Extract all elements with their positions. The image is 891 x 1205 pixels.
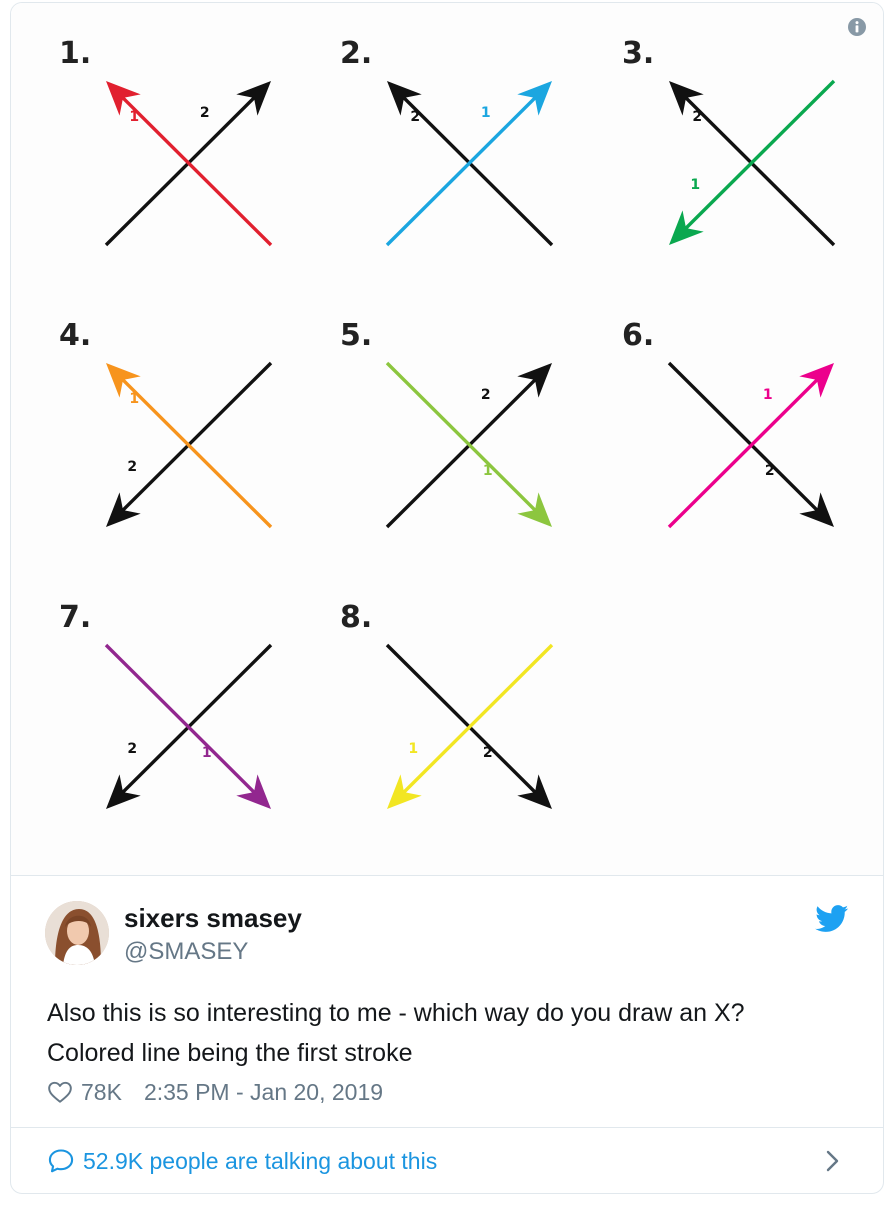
- first-stroke-label: 1: [129, 109, 139, 125]
- second-stroke-arrowhead: [517, 363, 552, 398]
- display-name[interactable]: sixers smasey: [124, 903, 302, 933]
- first-stroke-line: [120, 377, 273, 529]
- tweet-text-line-2: Colored line being the first stroke: [47, 1039, 413, 1067]
- second-stroke-line: [667, 361, 820, 513]
- first-stroke-line: [683, 79, 836, 231]
- first-stroke-arrowhead: [517, 492, 552, 527]
- first-stroke-line: [401, 643, 554, 795]
- timestamp[interactable]: 2:35 PM - Jan 20, 2019: [143, 1078, 384, 1105]
- first-stroke-arrowhead: [669, 210, 704, 245]
- first-stroke-line: [385, 361, 538, 513]
- footer-divider: [11, 1127, 883, 1128]
- diagram-4: 4.12: [59, 318, 273, 529]
- info-icon[interactable]: [847, 17, 867, 37]
- avatar-image: [45, 901, 109, 965]
- first-stroke-arrowhead: [799, 363, 834, 398]
- second-stroke-line: [120, 643, 273, 795]
- second-stroke-label: 2: [765, 463, 775, 479]
- tweet-text: Also this is so interesting to me - whic…: [47, 993, 857, 1073]
- second-stroke-arrowhead: [799, 492, 834, 527]
- first-stroke-arrowhead: [106, 363, 141, 398]
- second-stroke-label: 2: [483, 745, 493, 761]
- second-stroke-label: 2: [127, 459, 137, 475]
- first-stroke-label: 1: [129, 391, 139, 407]
- diagram-number: 6.: [622, 318, 654, 353]
- diagram-number: 3.: [622, 36, 654, 71]
- second-stroke-arrowhead: [236, 81, 271, 116]
- second-stroke-line: [120, 361, 273, 513]
- chevron-right-icon[interactable]: [819, 1146, 845, 1176]
- diagram-7: 7.12: [59, 600, 273, 809]
- media-divider: [11, 875, 883, 876]
- first-stroke-label: 1: [408, 741, 418, 757]
- speech-bubble-icon: [48, 1149, 74, 1173]
- second-stroke-line: [104, 95, 257, 247]
- second-stroke-label: 2: [692, 109, 702, 125]
- diagram-2: 2.12: [340, 36, 554, 247]
- diagram-3: 3.12: [622, 36, 836, 247]
- first-stroke-line: [385, 95, 538, 247]
- diagram-6: 6.12: [622, 318, 834, 529]
- first-stroke-arrowhead: [387, 774, 422, 809]
- twitter-bird-icon[interactable]: [815, 905, 849, 933]
- first-stroke-label: 1: [763, 387, 773, 403]
- like-count[interactable]: 78K: [81, 1078, 122, 1105]
- diagram-number: 1.: [59, 36, 91, 71]
- user-handle[interactable]: @SMASEY: [124, 938, 249, 965]
- second-stroke-line: [401, 95, 554, 247]
- second-stroke-label: 2: [200, 105, 210, 121]
- first-stroke-label: 1: [483, 463, 493, 479]
- diagram-number: 4.: [59, 318, 91, 353]
- second-stroke-line: [385, 643, 538, 795]
- first-stroke-label: 1: [690, 177, 700, 193]
- second-stroke-line: [683, 95, 836, 247]
- second-stroke-label: 2: [481, 387, 491, 403]
- second-stroke-arrowhead: [517, 774, 552, 809]
- first-stroke-line: [104, 643, 257, 795]
- diagram-number: 7.: [59, 600, 91, 635]
- diagram-number: 2.: [340, 36, 372, 71]
- tweet-text-line-1: Also this is so interesting to me - whic…: [47, 999, 745, 1027]
- first-stroke-line: [667, 377, 820, 529]
- avatar[interactable]: [45, 901, 109, 965]
- second-stroke-arrowhead: [106, 492, 141, 527]
- conversation-text: 52.9K people are talking about this: [83, 1147, 438, 1174]
- diagram-number: 5.: [340, 318, 372, 353]
- second-stroke-label: 2: [410, 109, 420, 125]
- first-stroke-arrowhead: [236, 774, 271, 809]
- second-stroke-line: [385, 377, 538, 529]
- second-stroke-arrowhead: [669, 81, 704, 116]
- diagram-5: 5.12: [340, 318, 552, 529]
- second-stroke-arrowhead: [387, 81, 422, 116]
- heart-icon[interactable]: [47, 1079, 73, 1105]
- first-stroke-arrowhead: [517, 81, 552, 116]
- tweet-meta: 78K 2:35 PM - Jan 20, 2019: [47, 1077, 383, 1107]
- second-stroke-label: 2: [127, 741, 137, 757]
- diagram-number: 8.: [340, 600, 372, 635]
- first-stroke-line: [120, 95, 273, 247]
- conversation-link[interactable]: 52.9K people are talking about this: [47, 1145, 437, 1177]
- first-stroke-label: 1: [202, 745, 212, 761]
- first-stroke-arrowhead: [106, 81, 141, 116]
- first-stroke-label: 1: [481, 105, 491, 121]
- second-stroke-arrowhead: [106, 774, 141, 809]
